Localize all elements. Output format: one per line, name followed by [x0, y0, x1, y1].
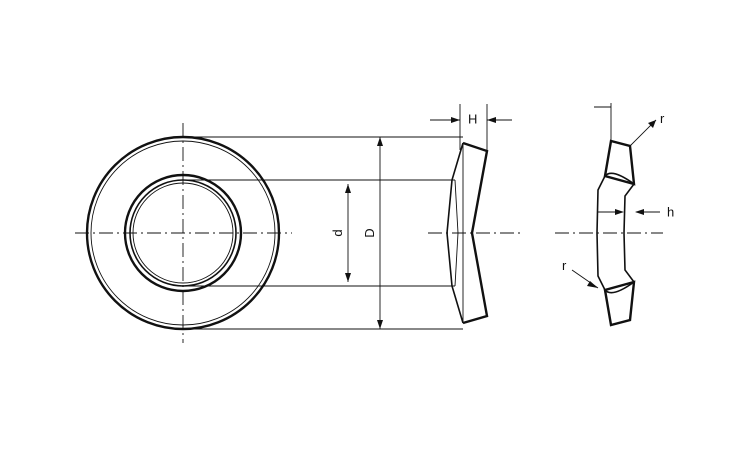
label-d: d [330, 229, 345, 236]
front-view [75, 123, 292, 343]
label-H: H [468, 111, 477, 126]
label-D: D [362, 228, 377, 237]
label-r-left: r [562, 258, 567, 273]
dimension-d: d [330, 184, 351, 282]
label-r-top: r [660, 111, 665, 126]
label-h: h [667, 204, 674, 219]
projection-lines [183, 136, 463, 330]
side-view: H [428, 104, 522, 325]
section-view: h r r [555, 103, 674, 327]
dimension-D: D [362, 137, 383, 329]
